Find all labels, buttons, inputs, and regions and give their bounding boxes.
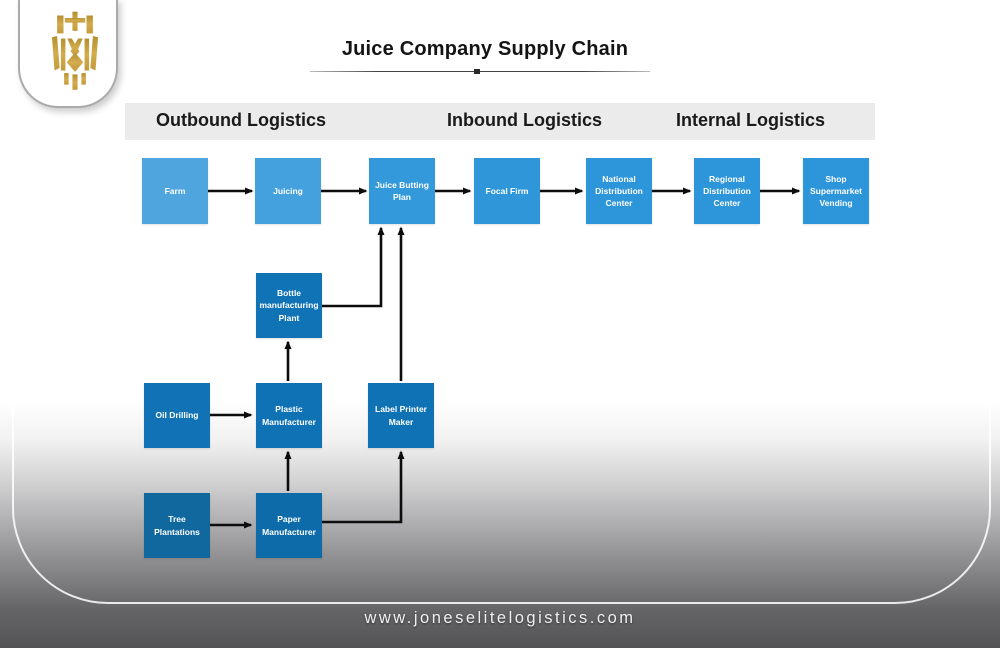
edge-papermfr-labelprinter <box>322 450 405 524</box>
diagram-node-label-printer-maker: Label Printer Maker <box>368 383 434 448</box>
node-label: National Distribution Center <box>595 173 643 209</box>
diagram-node-juicing: Juicing <box>255 158 321 224</box>
node-label: Regional Distribution Center <box>703 173 751 209</box>
diagram-node-regional-distribution-center: Regional Distribution Center <box>694 158 760 224</box>
section-header-internal: Internal Logistics <box>676 110 826 130</box>
diagram-node-bottle-manufacturing-plant: Bottle manufacturing Plant <box>256 273 322 338</box>
diagram-node-farm: Farm <box>142 158 208 224</box>
section-header-outbound: Outbound Logistics <box>156 110 326 130</box>
node-label: Focal Firm <box>485 185 529 196</box>
node-label: Shop Supermarket Vending <box>810 173 862 209</box>
node-label: Juice Butting Plan <box>375 179 429 202</box>
page-title: Juice Company Supply Chain <box>341 38 629 60</box>
title-underline-dot <box>474 69 480 74</box>
node-label: Bottle manufacturing Plant <box>259 288 319 323</box>
node-label: Plastic Manufacturer <box>262 404 316 427</box>
diagram-node-plastic-manufacturer: Plastic Manufacturer <box>256 383 322 448</box>
node-label: Tree Plantations <box>154 514 200 537</box>
title-underline <box>310 71 650 72</box>
diagram-node-paper-manufacturer: Paper Manufacturer <box>256 493 322 558</box>
diagram-node-oil-drilling: Oil Drilling <box>144 383 210 448</box>
lion-crest-icon <box>51 11 99 90</box>
brand-logo-badge <box>18 0 118 108</box>
node-label: Juicing <box>273 185 303 196</box>
node-label: Label Printer Maker <box>375 404 427 427</box>
diagram-node-shop-supermarket-vending: Shop Supermarket Vending <box>803 158 869 224</box>
node-label: Paper Manufacturer <box>262 514 316 537</box>
diagram-node-national-distribution-center: National Distribution Center <box>586 158 652 224</box>
node-label: Farm <box>164 185 186 196</box>
node-label: Oil Drilling <box>155 410 199 421</box>
edge-bottleplant-juicebuttingplan <box>322 226 385 308</box>
diagram-node-tree-plantations: Tree Plantations <box>144 493 210 558</box>
section-header-inbound: Inbound Logistics <box>447 110 602 130</box>
diagram-node-juice-butting-plan: Juice Butting Plan <box>369 158 435 224</box>
footer-url: www.joneselitelogistics.com <box>364 609 636 627</box>
diagram-node-focal-firm: Focal Firm <box>474 158 540 224</box>
